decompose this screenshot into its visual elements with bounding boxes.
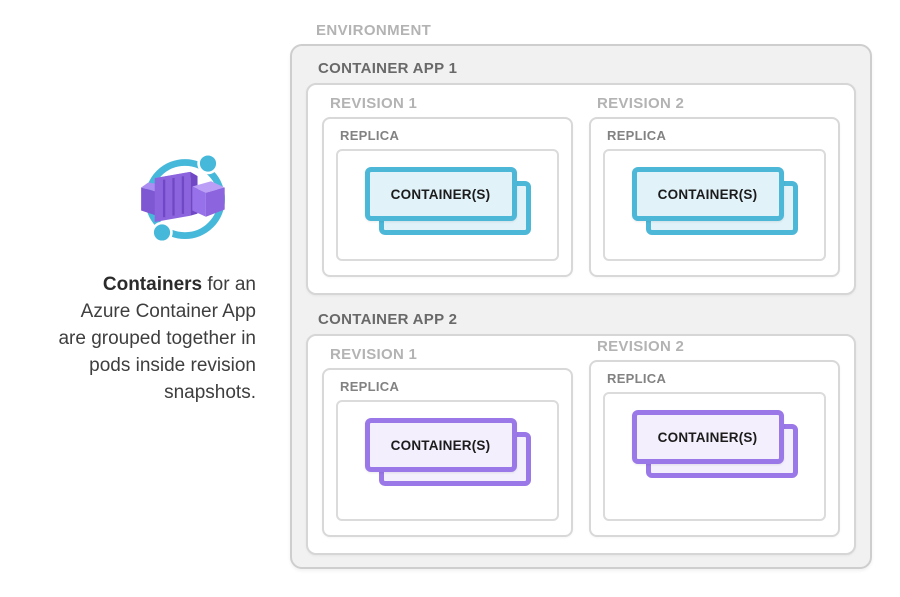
revision-label: REVISION 2 [597,95,685,112]
caption-line: are grouped together in [58,328,256,349]
container-card-front: CONTAINER(S) [364,167,517,221]
containers-label: CONTAINER(S) [657,186,758,202]
caption-lead-bold: Containers [102,274,203,295]
revision-box: REPLICA CONTAINER(S) [589,117,840,277]
caption-line: pods inside revision [89,355,256,376]
containers-label: CONTAINER(S) [390,186,491,202]
containers-label: CONTAINER(S) [390,437,491,453]
container-card-stack: CONTAINER(S) [364,418,531,488]
caption-text: Containers for an Azure Container App ar… [12,271,256,406]
revision-box: REPLICA CONTAINER(S) [589,360,840,537]
replica-label: REPLICA [607,128,667,143]
caption-line: snapshots. [164,382,256,403]
replica-box: CONTAINER(S) [336,149,559,261]
container-card-front: CONTAINER(S) [631,167,784,221]
container-card-front: CONTAINER(S) [364,418,517,472]
revision-label: REVISION 2 [597,338,685,355]
revision-box: REPLICA CONTAINER(S) [322,117,573,277]
caption-line: Containers for an [12,271,256,298]
container-app-1-box: REVISION 1 REPLICA CONTAINER(S) [306,83,856,295]
container-card-stack: CONTAINER(S) [631,167,798,237]
container-card-front: CONTAINER(S) [631,410,784,464]
azure-container-apps-icon [141,152,225,244]
app1-revision-1-column: REVISION 1 REPLICA CONTAINER(S) [322,95,573,277]
container-card-stack: CONTAINER(S) [631,410,798,480]
caption-line: Azure Container App [80,301,256,322]
replica-label: REPLICA [607,371,667,386]
container-app-2-box: REVISION 1 REPLICA CONTAINER(S) [306,334,856,555]
diagram: ENVIRONMENT CONTAINER APP 1 REVISION 1 R… [290,22,872,569]
revisions-row: REVISION 1 REPLICA CONTAINER(S) [322,338,840,537]
container-app-2-label: CONTAINER APP 2 [318,311,458,328]
replica-box: CONTAINER(S) [336,400,559,521]
app2-revision-1-column: REVISION 1 REPLICA CONTAINER(S) [322,346,573,537]
revision-box: REPLICA CONTAINER(S) [322,368,573,537]
revision-label: REVISION 1 [330,95,418,112]
containers-label: CONTAINER(S) [657,429,758,445]
container-app-1-label: CONTAINER APP 1 [318,60,458,77]
container-card-stack: CONTAINER(S) [364,167,531,237]
replica-box: CONTAINER(S) [603,149,826,261]
caption-line1-rest: for an [202,274,256,295]
revisions-row: REVISION 1 REPLICA CONTAINER(S) [322,95,840,277]
replica-box: CONTAINER(S) [603,392,826,521]
replica-label: REPLICA [340,379,400,394]
revision-label: REVISION 1 [330,346,418,363]
replica-label: REPLICA [340,128,400,143]
app1-revision-2-column: REVISION 2 REPLICA CONTAINER(S) [589,95,840,277]
environment-label: ENVIRONMENT [316,22,432,39]
environment-box: CONTAINER APP 1 REVISION 1 REPLICA CONTA… [290,44,872,569]
app2-revision-2-column: REVISION 2 REPLICA CONTAINER(S) [589,338,840,537]
